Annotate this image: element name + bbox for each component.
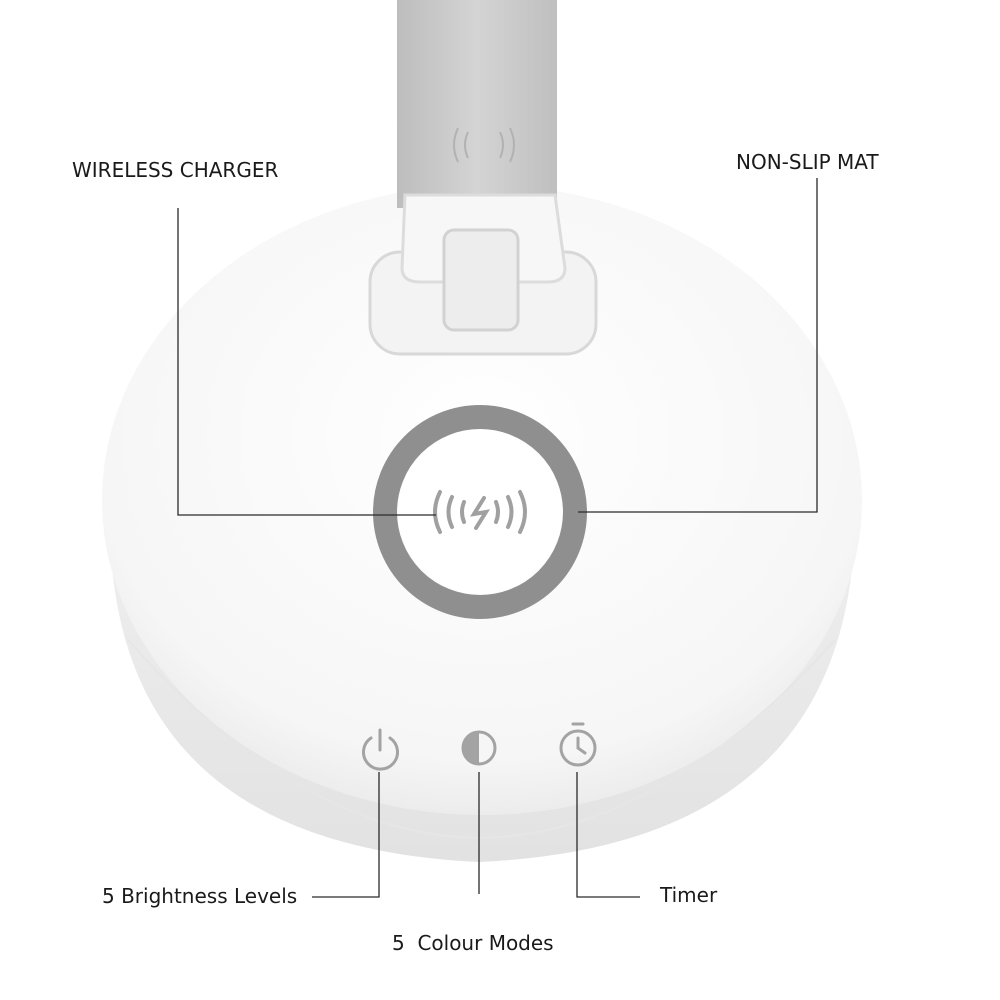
stopwatch-icon[interactable] (559, 722, 597, 767)
callout-colour-modes: 5 Colour Modes (392, 931, 554, 955)
leader-wireless (177, 208, 436, 516)
callout-non-slip-mat: NON-SLIP MAT (736, 150, 879, 174)
callout-wireless-charger: WIRELESS CHARGER (72, 158, 279, 182)
leader-nonslip (578, 178, 818, 513)
arm-charging-emblem (453, 127, 515, 163)
hinge-knuckle (442, 228, 520, 332)
wireless-charging-icon (433, 490, 527, 534)
callout-brightness-levels: 5 Brightness Levels (102, 884, 298, 908)
callout-timer: Timer (660, 883, 718, 907)
lamp-arm (397, 0, 557, 208)
power-icon[interactable] (362, 728, 399, 771)
leader-brightness (312, 772, 380, 898)
half-circle-contrast-icon[interactable] (461, 730, 497, 766)
leader-lines (177, 178, 818, 898)
base-rim-shadow (127, 639, 836, 840)
charging-ring (373, 405, 587, 619)
leader-timer (576, 772, 640, 898)
